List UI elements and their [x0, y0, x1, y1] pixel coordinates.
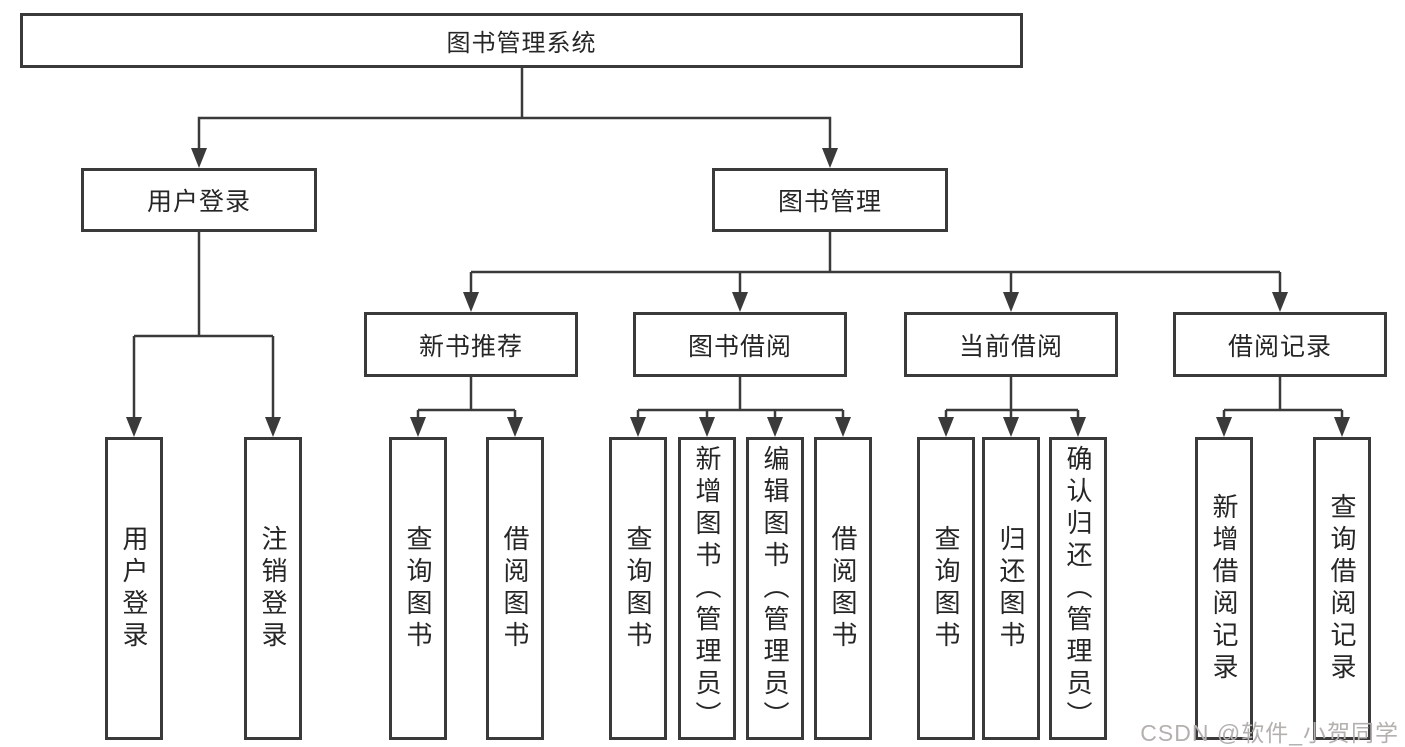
- node-user-login: 用户登录: [81, 168, 317, 232]
- leaf-nb-query-books: 查询图书: [389, 437, 447, 740]
- leaf-cb-confirm-return-admin: 确认归还（管理员）: [1049, 437, 1107, 740]
- node-book-management: 图书管理: [712, 168, 948, 232]
- arrow-down-icons: [126, 148, 1350, 437]
- leaf-br-add-record: 新增借阅记录: [1195, 437, 1253, 740]
- node-root: 图书管理系统: [20, 13, 1023, 68]
- leaf-user-login: 用户登录: [105, 437, 163, 740]
- connector-edges: [132, 68, 1344, 419]
- leaf-bb-add-books-admin: 新增图书（管理员）: [678, 437, 736, 740]
- node-book-borrow: 图书借阅: [633, 312, 847, 377]
- node-borrow-records: 借阅记录: [1173, 312, 1387, 377]
- leaf-logout: 注销登录: [244, 437, 302, 740]
- leaf-bb-edit-books-admin: 编辑图书（管理员）: [746, 437, 804, 740]
- watermark: CSDN @软件_小贺同学: [1140, 720, 1399, 746]
- node-current-borrow: 当前借阅: [904, 312, 1118, 377]
- node-new-book-recommend: 新书推荐: [364, 312, 578, 377]
- leaf-br-query-record: 查询借阅记录: [1313, 437, 1371, 740]
- leaf-bb-query-books: 查询图书: [609, 437, 667, 740]
- leaf-nb-borrow-books: 借阅图书: [486, 437, 544, 740]
- leaf-cb-query-books: 查询图书: [917, 437, 975, 740]
- leaf-bb-borrow-books: 借阅图书: [814, 437, 872, 740]
- leaf-cb-return-books: 归还图书: [982, 437, 1040, 740]
